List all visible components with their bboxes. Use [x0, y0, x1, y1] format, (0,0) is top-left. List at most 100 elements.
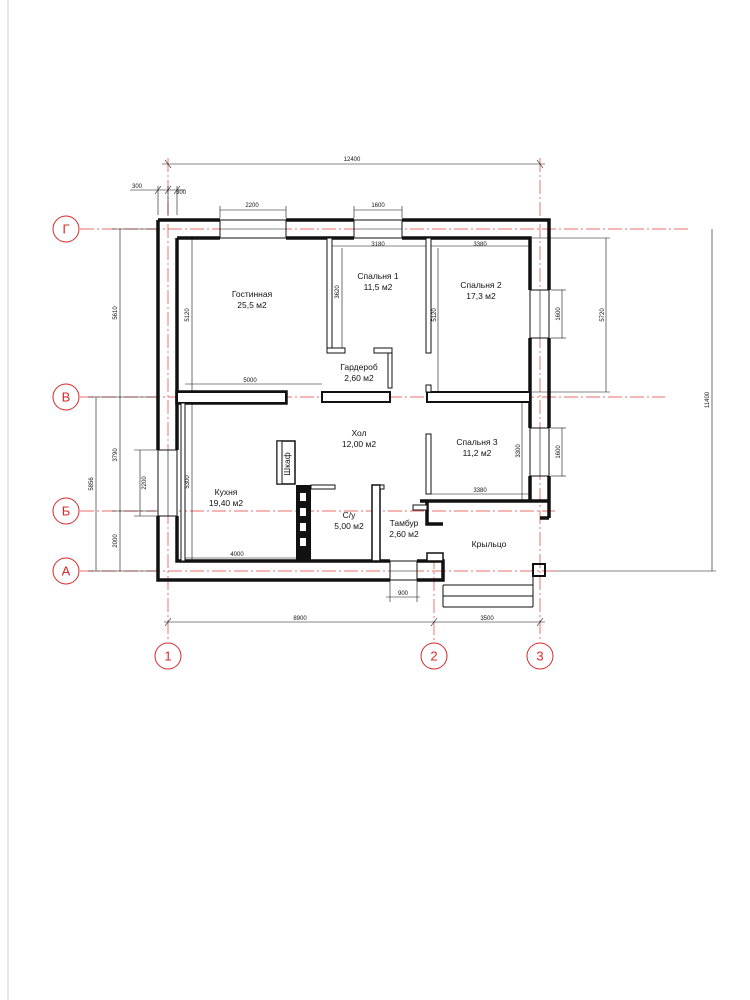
- dim-window-top-left: 2200: [245, 203, 259, 209]
- vent-2: [300, 508, 306, 516]
- bathroom-wall-top: [310, 484, 336, 490]
- dim-bottom-left: 8900: [293, 616, 307, 622]
- dim-right-height: 5720: [600, 308, 606, 322]
- dim-tick: [536, 617, 544, 627]
- window-kitchen: [157, 449, 178, 517]
- dim-bed1-closet: 3620: [335, 285, 341, 299]
- dim-tick: [154, 185, 162, 195]
- axis-bubble-g: [52, 215, 80, 243]
- axis-bubble-b: [52, 497, 80, 525]
- porch-post: [532, 563, 546, 577]
- vestibule-corner: [426, 552, 444, 562]
- dim-tick: [164, 159, 172, 169]
- room-name-bedroom2: Спальня 2: [460, 280, 502, 290]
- partition-wardrobe-left: [326, 347, 346, 354]
- dim-left-top-outer: 5610: [113, 306, 119, 320]
- dim-left-window: 2200: [142, 476, 148, 490]
- closet-back: [276, 440, 283, 485]
- dim-door-width: 900: [398, 591, 409, 597]
- dim-wall-left: 300: [132, 184, 143, 190]
- axis-label-b: Б: [62, 504, 71, 519]
- room-name-kitchen: Кухня: [215, 487, 238, 497]
- wall-living-kitchen-body: [176, 391, 287, 404]
- axis-bubble-a: [52, 557, 80, 585]
- dim-window-top-mid: 1600: [371, 203, 385, 209]
- door-gap-entrance: [390, 559, 417, 582]
- dimension-texts: 12400 300 300 2200 1600 3180 3380 5000 3…: [89, 157, 711, 622]
- room-area-bedroom1: 11,5 м2: [364, 282, 393, 292]
- room-name-vestibule: Тамбур: [390, 518, 419, 528]
- room-area-bathroom: 5,00 м2: [334, 521, 364, 531]
- axis-label-1: 1: [164, 649, 171, 664]
- room-area-hall: 12,00 м2: [342, 439, 376, 449]
- partition-wardrobe-side: [387, 352, 393, 389]
- partition-kitchen-left: [180, 402, 186, 562]
- dim-bed2-width: 3380: [473, 242, 487, 248]
- axis-label-3: 3: [536, 649, 543, 664]
- dim-living-width: 5000: [243, 378, 257, 384]
- partition-living-bedroom1: [326, 237, 333, 349]
- vestibule-wall-top: [425, 501, 443, 526]
- partition-hall-bedroom3: [425, 433, 432, 495]
- axis-bubble-3: [526, 642, 554, 670]
- room-name-wardrobe: Гардероб: [340, 362, 378, 372]
- exterior-walls: [156, 218, 551, 608]
- dimension-lines: [88, 159, 716, 627]
- dim-tick: [430, 617, 438, 627]
- dim-bed3-width: 3380: [473, 488, 487, 494]
- dim-left-bottom: 2000: [113, 534, 119, 548]
- dim-kitchen-height: 5300: [185, 475, 191, 489]
- outer-wall-line: [156, 218, 551, 582]
- dim-bed2-window: 1600: [556, 307, 562, 321]
- dim-left-outer-total: 5856: [89, 477, 95, 491]
- wall-bedroom2-bottom: [426, 391, 531, 403]
- room-name-living: Гостинная: [232, 289, 273, 299]
- dim-bed3-window: 1600: [556, 445, 562, 459]
- bathroom-wall-stub: [379, 484, 385, 490]
- dim-tick: [164, 185, 172, 195]
- bathroom-wall-right: [371, 484, 381, 562]
- partition-bedroom1-bedroom2: [425, 237, 432, 354]
- dim-tick: [536, 159, 544, 169]
- vent-1: [300, 493, 306, 501]
- room-labels: Гостинная 25,5 м2 Спальня 1 11,5 м2 Спал…: [209, 271, 507, 549]
- vestibule-partition: [412, 504, 428, 511]
- axis-bubble-1: [154, 642, 182, 670]
- axis-bubble-v: [52, 383, 80, 411]
- room-area-bedroom2: 17,3 м2: [466, 291, 496, 301]
- vent-4: [300, 538, 306, 546]
- dim-kitchen-width: 4000: [230, 552, 244, 558]
- partition-bedroom2-stub: [425, 384, 432, 393]
- window-gap-bedroom2: [528, 290, 551, 338]
- axis-bubble-2: [420, 642, 448, 670]
- dim-tick: [173, 185, 181, 195]
- room-area-vestibule: 2,60 м2: [389, 529, 419, 539]
- room-area-bedroom3: 11,2 м2: [463, 448, 492, 458]
- room-name-hall: Хол: [351, 428, 366, 438]
- axis-label-g: Г: [62, 222, 69, 237]
- room-name-bedroom1: Спальня 1: [357, 271, 399, 281]
- dim-bottom-right: 3500: [480, 616, 494, 622]
- room-name-bathroom: С/у: [343, 510, 357, 520]
- wall-wardrobe-bottom: [321, 391, 391, 403]
- entrance-door: [389, 560, 418, 581]
- dim-bed1-width: 3180: [371, 242, 385, 248]
- axis-label-v: В: [62, 390, 71, 405]
- room-name-bedroom3: Спальня 3: [456, 437, 498, 447]
- window-gap-bedroom3: [528, 428, 551, 476]
- axis-label-2: 2: [430, 649, 437, 664]
- dim-bed1-height: 5120: [432, 308, 438, 322]
- axis-bubbles: Г В Б А 1 2 3: [52, 215, 554, 670]
- inner-wall-line: [175, 236, 532, 563]
- room-area-living: 25,5 м2: [237, 300, 267, 310]
- dim-total-width: 12400: [344, 157, 361, 163]
- windows: [156, 218, 551, 582]
- room-name-porch: Крыльцо: [472, 539, 507, 549]
- dim-bed3-height: 3300: [516, 444, 522, 458]
- dim-living-height: 5120: [185, 308, 191, 322]
- window-gap-kitchen: [156, 450, 179, 516]
- window-bedroom2: [529, 289, 550, 339]
- room-area-kitchen: 19,40 м2: [209, 498, 243, 508]
- dim-tick: [164, 617, 172, 627]
